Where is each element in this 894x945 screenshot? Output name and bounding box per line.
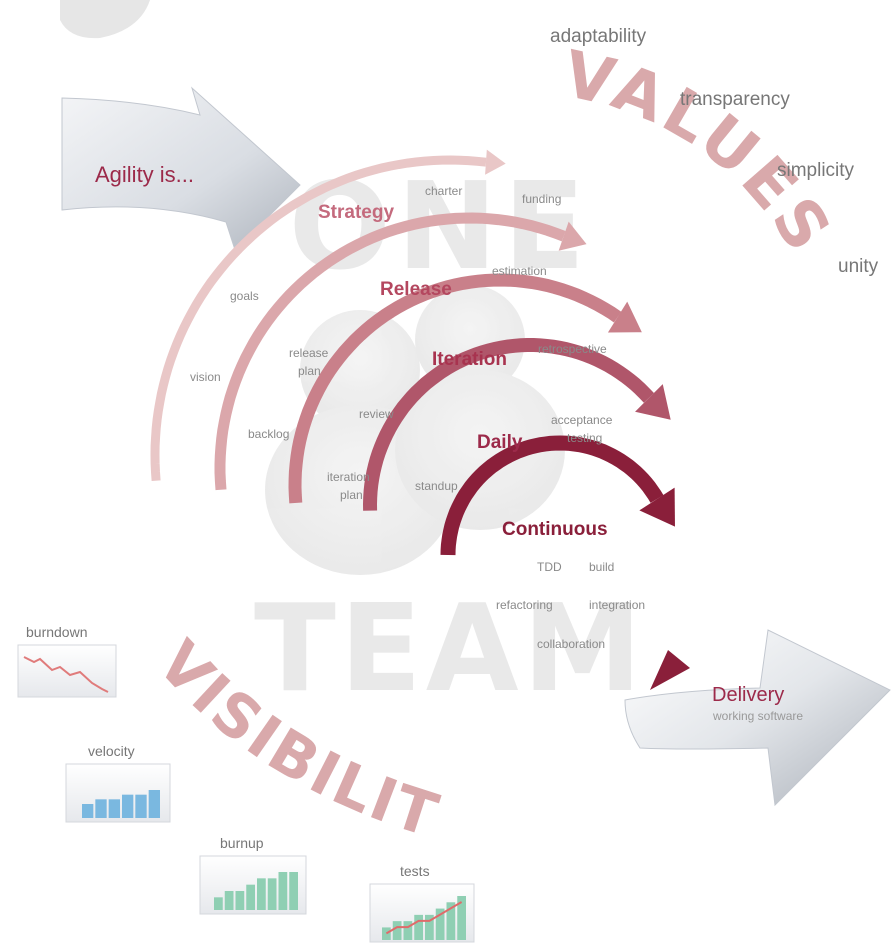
burndown-label: burndown xyxy=(26,624,88,640)
decorative-blob xyxy=(60,0,150,39)
burndown-line xyxy=(23,656,109,693)
velocity-bar xyxy=(82,804,94,818)
delivery-arrow xyxy=(624,629,891,807)
cycle-arrowhead-iteration xyxy=(607,301,642,333)
tests-line xyxy=(385,901,463,935)
tests-label: tests xyxy=(400,863,430,879)
burnup-bar xyxy=(289,872,298,910)
burnup-bars xyxy=(214,872,298,910)
practice-release-plan-1: release xyxy=(289,346,329,360)
team-silhouette xyxy=(265,285,565,575)
velocity-bar xyxy=(148,790,160,818)
burndown-chart: burndown xyxy=(17,624,117,698)
delivery-subtitle: working software xyxy=(712,709,803,723)
watermark-team: TEAM xyxy=(254,580,646,719)
cycle-arc-daily xyxy=(362,338,654,511)
practice-retrospective: retrospective xyxy=(538,342,607,356)
velocity-bar xyxy=(122,794,134,818)
agility-label: Agility is... xyxy=(95,162,194,187)
cycle-arrowhead-continuous xyxy=(639,487,675,527)
practice-tdd: TDD xyxy=(537,560,562,574)
cycle-arc-release xyxy=(214,212,566,491)
cycle-arc-continuous xyxy=(440,435,664,556)
burnup-bar xyxy=(235,891,245,910)
tests-bar xyxy=(457,896,466,940)
practice-iteration-plan-2: plan xyxy=(340,488,363,502)
practice-release-plan-2: plan xyxy=(298,364,321,378)
practice-charter: charter xyxy=(425,184,462,198)
practice-standup: standup xyxy=(415,479,458,493)
practice-acceptance-testing-1: acceptance xyxy=(551,413,613,427)
practice-backlog: backlog xyxy=(248,427,289,441)
velocity-bar xyxy=(95,799,107,818)
value-unity: unity xyxy=(838,256,879,277)
cycle-arcs xyxy=(150,149,690,690)
practice-goals: goals xyxy=(230,289,259,303)
practice-integration: integration xyxy=(589,598,645,612)
practice-iteration-plan-1: iteration xyxy=(327,470,370,484)
burnup-label: burnup xyxy=(220,835,264,851)
tests-bar xyxy=(382,927,391,940)
tests-bar xyxy=(446,902,456,940)
practice-estimation: estimation xyxy=(492,264,547,278)
cycle-arrowhead-release xyxy=(558,221,587,251)
practice-funding: funding xyxy=(522,192,561,206)
cycle-label-iteration: Iteration xyxy=(432,349,507,370)
tests-chart: tests xyxy=(369,863,475,943)
burnup-bar xyxy=(267,878,277,910)
delivery-arrowhead xyxy=(650,650,690,690)
cycle-label-strategy: Strategy xyxy=(318,202,394,223)
burnup-bar xyxy=(278,872,288,910)
tests-bar xyxy=(435,908,445,940)
cycle-arc-strategy xyxy=(150,155,487,482)
practice-acceptance-testing-2: testing xyxy=(567,431,602,445)
delivery-title: Delivery xyxy=(712,684,784,706)
tests-bar xyxy=(414,914,423,940)
cycle-arc-iteration xyxy=(288,273,622,504)
velocity-label: velocity xyxy=(88,743,135,759)
burnup-bar xyxy=(257,878,266,910)
practice-refactoring: refactoring xyxy=(496,598,553,612)
burnup-bar xyxy=(214,897,223,910)
cycle-arrowhead-daily xyxy=(635,384,671,420)
tests-bars xyxy=(382,896,466,940)
practice-vision: vision xyxy=(190,370,221,384)
cycle-label-release: Release xyxy=(380,279,452,300)
cycle-arrowhead-strategy xyxy=(485,149,506,175)
velocity-bar xyxy=(135,794,147,818)
velocity-bar xyxy=(108,799,120,818)
value-adaptability: adaptability xyxy=(550,26,647,47)
burnup-bar xyxy=(246,884,255,910)
tests-bar xyxy=(403,921,413,940)
cycle-label-daily: Daily xyxy=(477,432,523,453)
practice-collaboration: collaboration xyxy=(537,637,605,651)
value-transparency: transparency xyxy=(680,89,790,110)
cycle-label-continuous: Continuous xyxy=(502,519,608,540)
tests-bar xyxy=(392,921,402,940)
values-heading-text: VALUES xyxy=(557,38,842,268)
burnup-bar xyxy=(224,891,234,910)
tests-bar xyxy=(425,914,434,940)
values-heading: VALUES xyxy=(557,38,846,268)
burnup-chart: burnup xyxy=(199,835,307,915)
velocity-bars xyxy=(82,790,160,818)
practice-review: review xyxy=(359,407,394,421)
practice-build: build xyxy=(589,560,614,574)
value-simplicity: simplicity xyxy=(777,160,855,181)
velocity-chart: velocity xyxy=(65,743,171,823)
